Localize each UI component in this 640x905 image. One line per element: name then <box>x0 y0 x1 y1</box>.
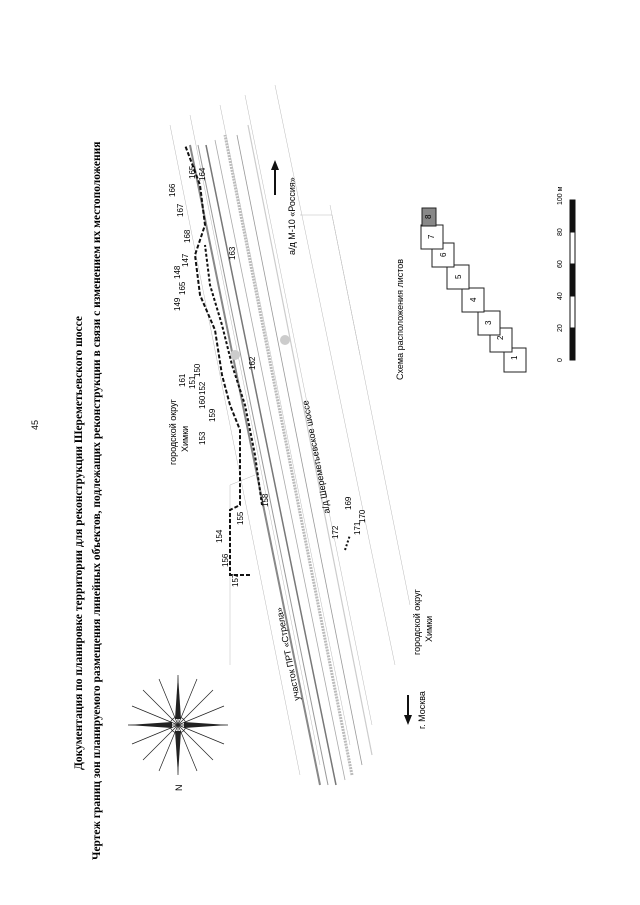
sheet-number: 7 <box>427 234 436 239</box>
point-label: 157 <box>231 573 240 587</box>
compass-rose: N <box>128 675 228 791</box>
point-label: 161 <box>178 373 187 387</box>
zone-boundary <box>184 144 250 576</box>
road-marker <box>230 350 240 360</box>
road-marker <box>280 335 290 345</box>
compass-north-label: N <box>174 785 184 792</box>
direction-moscow: г. Москва <box>404 691 427 729</box>
title-line-2: Чертеж границ зон планируемого размещени… <box>91 142 103 861</box>
scale-labels: 0 20 40 60 80 100 м <box>557 186 564 362</box>
point-label: 171 <box>353 521 362 535</box>
point-label: 172 <box>331 525 340 539</box>
scale-label: 0 <box>557 358 564 362</box>
point-label: 154 <box>215 529 224 543</box>
point-label: 165 <box>188 165 197 179</box>
zone-boundary-south <box>344 534 351 551</box>
point-label: 156 <box>221 553 230 567</box>
map-area: 147 148 149 150 151 152 153 154 155 156 … <box>128 84 434 791</box>
point-label: 148 <box>173 265 182 279</box>
district-north-line1: городской округ <box>168 398 178 465</box>
point-label: 159 <box>208 408 217 422</box>
sheet-number: 6 <box>439 252 448 257</box>
point-label: 149 <box>173 297 182 311</box>
road-label-sheremetyevo: а/д Шереметьевское шоссе <box>300 400 332 515</box>
direction-moscow-label: г. Москва <box>417 691 427 729</box>
point-label: 164 <box>198 167 207 181</box>
point-label: 155 <box>236 511 245 525</box>
point-label: 152 <box>198 381 207 395</box>
sheet-scheme: Схема расположения листов 1 2 3 4 5 6 7 … <box>395 207 527 380</box>
scale-label: 100 м <box>557 186 564 205</box>
zone-boundary-inner <box>204 244 263 506</box>
terrain-lines <box>169 84 411 776</box>
district-north-line2: Химки <box>180 426 190 452</box>
sheet-boxes <box>420 207 527 373</box>
point-label: 162 <box>248 356 257 370</box>
point-label: 150 <box>193 363 202 377</box>
sheet-number: 5 <box>454 274 463 279</box>
district-south-line1: городской округ <box>412 588 422 655</box>
sheet-number: 3 <box>484 320 493 325</box>
scale-label: 80 <box>557 228 564 236</box>
scale-label: 40 <box>557 292 564 300</box>
district-south-line2: Химки <box>424 616 434 642</box>
point-label: 158 <box>261 493 270 507</box>
sheet-number: 8 <box>424 214 433 219</box>
point-label: 160 <box>198 395 207 409</box>
point-label: 165 <box>178 281 187 295</box>
sheet-numbers: 1 2 3 4 5 6 7 8 <box>424 214 519 360</box>
road-bundle <box>189 124 373 786</box>
sheet-scheme-title: Схема расположения листов <box>395 259 405 380</box>
title-block: Документация по планировке территории дл… <box>73 142 103 861</box>
title-line-1: Документация по планировке территории дл… <box>73 316 85 770</box>
point-label: 147 <box>181 253 190 267</box>
point-label: 167 <box>176 203 185 217</box>
point-label: 166 <box>168 183 177 197</box>
point-label: 168 <box>183 229 192 243</box>
point-labels: 147 148 149 150 151 152 153 154 155 156 … <box>168 165 367 587</box>
point-label: 163 <box>228 246 237 260</box>
point-label: 170 <box>358 509 367 523</box>
scale-label: 20 <box>557 324 564 332</box>
sheet-number: 2 <box>496 335 505 340</box>
point-label: 153 <box>198 431 207 445</box>
scale-bar: 0 20 40 60 80 100 м <box>557 186 576 362</box>
point-label: 169 <box>344 496 353 510</box>
scale-label: 60 <box>557 260 564 268</box>
point-label: 151 <box>188 375 197 389</box>
direction-m10 <box>271 160 279 195</box>
sheet-number: 4 <box>469 297 478 302</box>
road-label-m10: а/д М-10 «Россия» <box>287 177 297 255</box>
sheet-number: 1 <box>510 355 519 360</box>
